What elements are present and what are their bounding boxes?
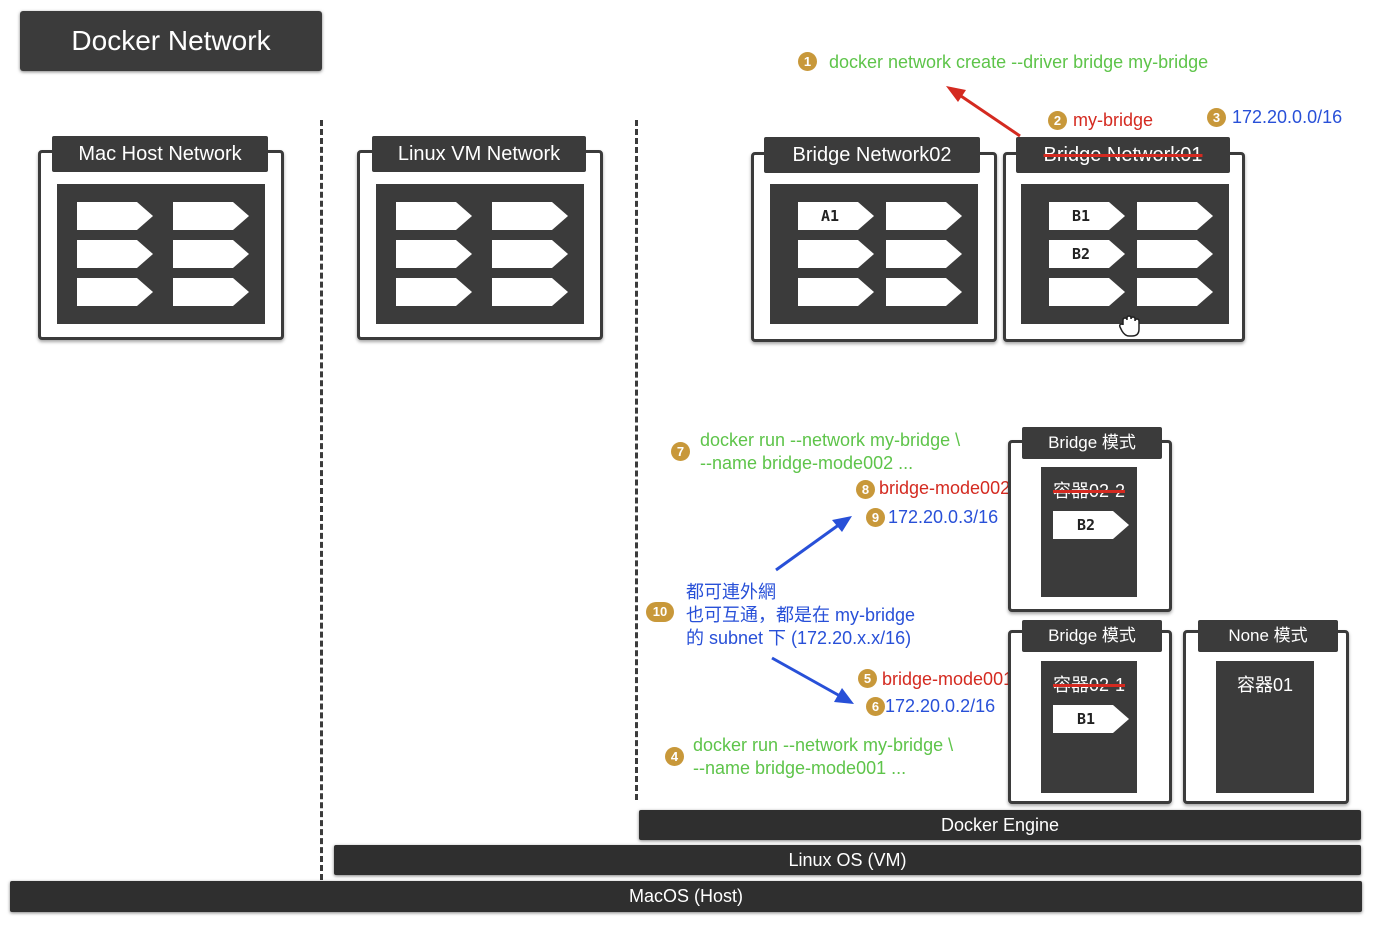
- divider-mac-linux: [320, 120, 323, 880]
- network-slot: [492, 240, 568, 268]
- bridge-container-upper: 容器02-2 B2: [1008, 440, 1172, 612]
- network-slot: [886, 278, 962, 306]
- bridge-network02-panel: A1: [751, 152, 997, 342]
- step-7-badge: 7: [671, 442, 690, 461]
- hand-cursor-icon: [1118, 315, 1140, 337]
- bridge-container-lower: 容器02-1 B1: [1008, 630, 1172, 804]
- network-slot: [886, 202, 962, 230]
- step-1-badge: 1: [798, 52, 817, 71]
- step-7-command-line2: --name bridge-mode002 ...: [700, 453, 914, 473]
- step-2-badge: 2: [1048, 111, 1067, 130]
- step-10-badge: 10: [646, 602, 674, 622]
- network-slot: [173, 278, 249, 306]
- network-slot: [77, 240, 153, 268]
- step-4-command-line2: --name bridge-mode001 ...: [693, 758, 907, 778]
- network-slot: [798, 278, 874, 306]
- network-slot: [396, 202, 472, 230]
- step-3-badge: 3: [1207, 108, 1226, 127]
- network-slot: [396, 240, 472, 268]
- diagram-title: Docker Network: [20, 11, 322, 71]
- network-slot: [77, 278, 153, 306]
- container-port-b2: B2: [1053, 511, 1129, 539]
- network-slot: [886, 240, 962, 268]
- bridge-network01-inner: B1 B2: [1021, 184, 1229, 324]
- step-5-container-name: bridge-mode001: [882, 669, 1014, 689]
- bridge-network01-label: Bridge Network01: [1016, 137, 1230, 173]
- step-10-line2: 也可互通，都是在 my-bridge: [686, 605, 916, 625]
- container-name: 容器01: [1236, 675, 1294, 695]
- bridge-container-upper-tab: Bridge 模式: [1022, 427, 1162, 459]
- network-slot-b2: B2: [1049, 240, 1125, 268]
- macos-layer: MacOS (Host): [10, 881, 1362, 912]
- step-6-ip: 172.20.0.2/16: [885, 696, 996, 716]
- slot-label: B1: [1076, 710, 1096, 728]
- slot-label: B2: [1071, 245, 1091, 263]
- network-slot: [492, 278, 568, 306]
- container-inner: 容器02-1 B1: [1041, 661, 1137, 793]
- container-inner: 容器02-2 B2: [1041, 467, 1137, 597]
- step-4-command-line1: docker run --network my-bridge \: [693, 735, 954, 755]
- bridge-container-lower-tab: Bridge 模式: [1022, 620, 1162, 652]
- step-1-command: docker network create --driver bridge my…: [829, 52, 1209, 72]
- step-9-badge: 9: [866, 508, 885, 527]
- step-6-badge: 6: [866, 697, 885, 716]
- bridge-network01-panel: B1 B2: [1003, 152, 1245, 342]
- blue-arrow-down: [771, 656, 854, 704]
- mac-host-network-label: Mac Host Network: [52, 136, 268, 172]
- network-slot: [173, 202, 249, 230]
- step-2-network-name: my-bridge: [1073, 110, 1154, 130]
- network-slot: [1137, 240, 1213, 268]
- mac-host-network-panel: [38, 150, 284, 340]
- network-slot: [77, 202, 153, 230]
- network-slot: [492, 202, 568, 230]
- network-slot-b1: B1: [1049, 202, 1125, 230]
- create-arrow: [946, 86, 1021, 138]
- slot-label: B2: [1076, 516, 1096, 534]
- container-port-b1: B1: [1053, 705, 1129, 733]
- network-slot-a1: A1: [798, 202, 874, 230]
- network-slot: [173, 240, 249, 268]
- bridge-network02-inner: A1: [770, 184, 978, 324]
- blue-arrow-up: [775, 516, 852, 572]
- container-name: 容器02-1: [1052, 675, 1126, 695]
- step-4-badge: 4: [665, 747, 684, 766]
- step-8-container-name: bridge-mode002: [879, 478, 1011, 498]
- step-10-line3: 的 subnet 下 (172.20.x.x/16): [686, 628, 912, 648]
- container-inner: 容器01: [1216, 661, 1314, 793]
- network-slot: [798, 240, 874, 268]
- none-container-tab: None 模式: [1198, 620, 1338, 652]
- linux-vm-network-inner: [376, 184, 584, 324]
- slot-label: A1: [820, 207, 840, 225]
- linux-vm-network-panel: [357, 150, 603, 340]
- bridge-network02-label: Bridge Network02: [764, 137, 980, 173]
- slot-label: B1: [1071, 207, 1091, 225]
- step-8-badge: 8: [856, 480, 875, 499]
- divider-linux-docker: [635, 120, 638, 800]
- network-slot: [396, 278, 472, 306]
- network-slot: [1137, 278, 1213, 306]
- mac-host-network-inner: [57, 184, 265, 324]
- docker-engine-layer: Docker Engine: [639, 810, 1361, 840]
- step-9-ip: 172.20.0.3/16: [888, 507, 999, 527]
- linux-vm-network-label: Linux VM Network: [372, 136, 586, 172]
- none-container: 容器01: [1183, 630, 1349, 804]
- linux-os-layer: Linux OS (VM): [334, 845, 1361, 875]
- network-slot: [1137, 202, 1213, 230]
- network-slot: [1049, 278, 1125, 306]
- step-7-command-line1: docker run --network my-bridge \: [700, 430, 961, 450]
- step-5-badge: 5: [858, 669, 877, 688]
- container-name: 容器02-2: [1052, 481, 1126, 501]
- step-3-subnet: 172.20.0.0/16: [1232, 107, 1343, 127]
- step-10-line1: 都可連外網: [686, 582, 776, 602]
